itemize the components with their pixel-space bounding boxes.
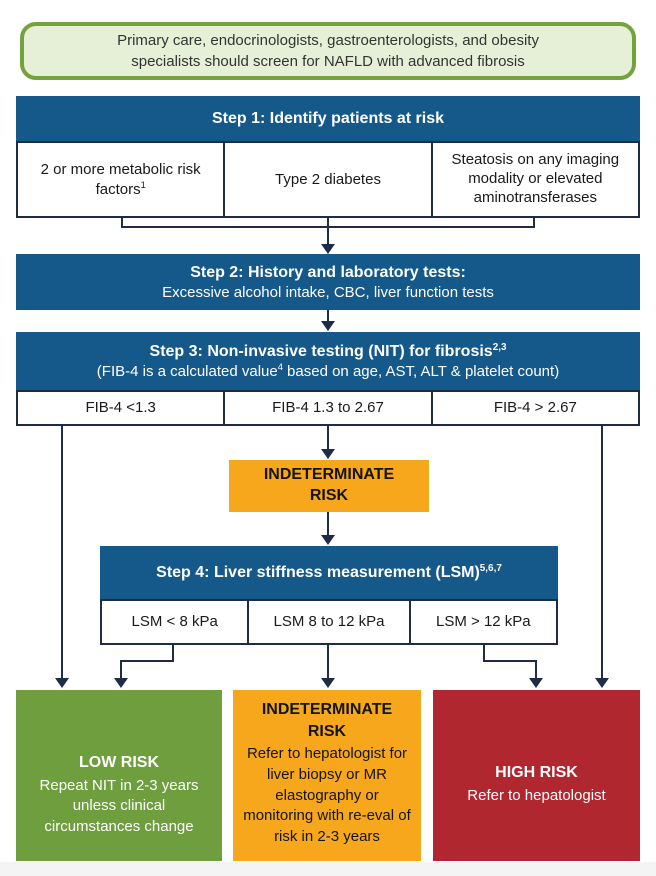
step4-lsm-row: LSM < 8 kPa LSM 8 to 12 kPa LSM > 12 kPa	[100, 599, 558, 645]
step4-header: Step 4: Liver stiffness measurement (LSM…	[100, 546, 558, 599]
step3-header: Step 3: Non-invasive testing (NIT) for f…	[16, 332, 640, 390]
flow-line-lsm-high-elbow	[483, 660, 537, 662]
flow-line-lsm-low-elbow	[120, 660, 174, 662]
flow-line-fib4-low-drop	[61, 426, 63, 679]
arrow-down-icon	[114, 678, 128, 688]
arrow-down-icon	[321, 678, 335, 688]
low-risk-body: Repeat NIT in 2-3 years unless clinical …	[39, 776, 199, 835]
step1-title: Step 1: Identify patients at risk	[211, 109, 445, 127]
step2-subtitle: Excessive alcohol intake, CBC, liver fun…	[162, 283, 494, 301]
footer-band	[0, 862, 656, 876]
arrow-down-icon	[321, 244, 335, 254]
step1-criteria-row: 2 or more metabolic risk factors1 Type 2…	[16, 141, 640, 218]
low-risk-title: LOW RISK	[79, 754, 159, 771]
screening-banner: Primary care, endocrinologists, gastroen…	[20, 22, 636, 80]
flow-line-step1-right-stub	[533, 218, 535, 228]
step2-title: Step 2: History and laboratory tests:	[190, 263, 466, 281]
outcome-indeterminate-risk-box: INDETERMINATE RISK Refer to hepatologist…	[233, 690, 421, 861]
flow-line-lsm-low-stub	[172, 645, 174, 662]
arrow-down-icon	[55, 678, 69, 688]
arrow-down-icon	[529, 678, 543, 688]
flow-line-step1-left-stub	[121, 218, 123, 228]
lsm-cell-low: LSM < 8 kPa	[131, 613, 218, 631]
step4-title: Step 4: Liver stiffness measurement (LSM…	[156, 563, 502, 581]
step2-box: Step 2: History and laboratory tests: Ex…	[16, 254, 640, 310]
flow-line-step1-center-drop	[327, 218, 329, 246]
arrow-down-icon	[321, 535, 335, 545]
step3-title: Step 3: Non-invasive testing (NIT) for f…	[149, 342, 507, 360]
flow-line-fib4-high-drop	[601, 426, 603, 679]
high-risk-body: Refer to hepatologist	[467, 786, 606, 804]
indeterminate-risk-title: INDETERMINATE RISK	[261, 701, 393, 740]
indeterminate-risk-box: INDETERMINATE RISK	[229, 460, 429, 512]
flow-line-fib4-mid-drop	[327, 426, 329, 450]
flow-line-step2-step3	[327, 310, 329, 322]
flow-line-lsm-high-stub	[483, 645, 485, 662]
fib4-cell-high: FIB-4 > 2.67	[430, 392, 638, 424]
flow-line-lsm-low-drop	[120, 660, 122, 679]
outcome-low-risk-box: LOW RISK Repeat NIT in 2-3 years unless …	[16, 690, 222, 861]
outcome-high-risk-box: HIGH RISK Refer to hepatologist	[433, 690, 640, 861]
indeterminate-risk-body: Refer to hepatologist for liver biopsy o…	[243, 745, 411, 845]
flow-line-indeterminate-step4	[327, 512, 329, 536]
step1-cell-metabolic-risk: 2 or more metabolic risk factors1	[40, 160, 201, 198]
step1-header: Step 1: Identify patients at risk	[16, 96, 640, 141]
flow-line-lsm-mid-drop	[327, 645, 329, 679]
step3-fib4-row: FIB-4 <1.3 FIB-4 1.3 to 2.67 FIB-4 > 2.6…	[16, 390, 640, 426]
arrow-down-icon	[321, 321, 335, 331]
fib4-cell-low: FIB-4 <1.3	[85, 399, 156, 417]
lsm-cell-mid: LSM 8 to 12 kPa	[247, 601, 408, 643]
arrow-down-icon	[321, 449, 335, 459]
step3-subtitle: (FIB-4 is a calculated value4 based on a…	[96, 362, 560, 380]
lsm-cell-high: LSM > 12 kPa	[408, 601, 556, 643]
arrow-down-icon	[595, 678, 609, 688]
fib4-cell-mid: FIB-4 1.3 to 2.67	[223, 392, 430, 424]
high-risk-title: HIGH RISK	[495, 764, 578, 781]
screening-banner-text: Primary care, endocrinologists, gastroen…	[117, 32, 539, 70]
flow-line-lsm-high-drop	[535, 660, 537, 679]
step1-cell-type2-diabetes: Type 2 diabetes	[223, 143, 430, 216]
step1-cell-steatosis: Steatosis on any imaging modality or ele…	[430, 143, 638, 216]
